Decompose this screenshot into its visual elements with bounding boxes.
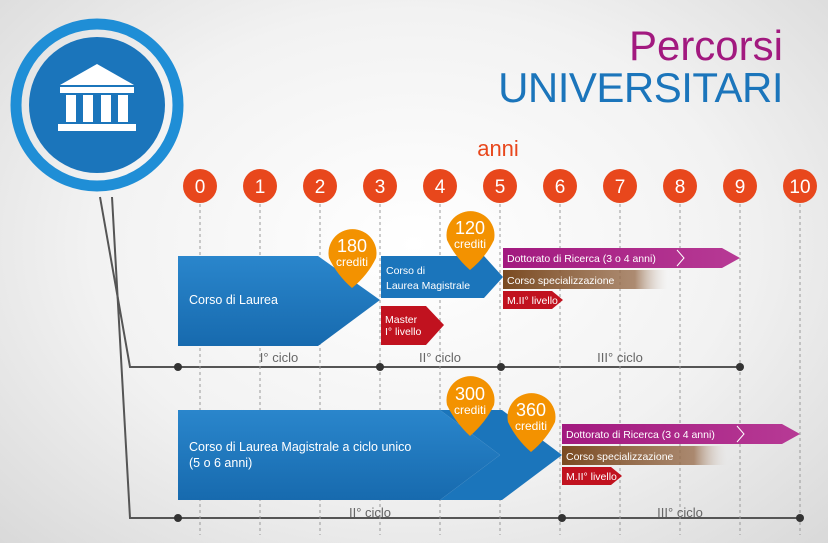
specializzazione-bar (503, 270, 668, 289)
ciclo-unico-label-1: Corso di Laurea Magistrale a ciclo unico (189, 440, 411, 454)
corso-laurea-label: Corso di Laurea (189, 293, 278, 307)
year-label: 7 (615, 177, 626, 198)
specializzazione-label: Corso specializzazione (507, 275, 615, 287)
year-marker-3: 3 (363, 169, 397, 203)
year-marker-0: 0 (183, 169, 217, 203)
laurea-magistrale-label-2: Laurea Magistrale (386, 280, 470, 292)
year-marker-4: 4 (423, 169, 457, 203)
lower-specializzazione-bar (562, 446, 727, 465)
master1-label-1: Master (385, 314, 418, 326)
upper-cycle-1: I° ciclo (260, 350, 298, 365)
svg-text:300: 300 (455, 384, 485, 404)
title-line2: UNIVERSITARI (498, 64, 783, 111)
year-label: 10 (789, 177, 810, 198)
year-marker-10: 10 (783, 169, 817, 203)
year-label: 8 (675, 177, 686, 198)
master2-bar (503, 291, 563, 309)
year-marker-1: 1 (243, 169, 277, 203)
svg-text:180: 180 (337, 236, 367, 256)
logo-connectors (99, 196, 800, 519)
year-label: 2 (315, 177, 326, 198)
lower-cycle-1: II° ciclo (349, 505, 391, 520)
ciclo-unico-label-2: (5 o 6 anni) (189, 456, 252, 470)
year-label: 5 (495, 177, 506, 198)
ciclo-unico-bar (178, 410, 500, 500)
year-markers: 0 1 2 3 4 5 6 7 8 9 10 (183, 169, 817, 203)
lower-timeline-dots (174, 514, 804, 522)
credit-badge-180: 180 crediti (328, 229, 377, 288)
corso-laurea-bar (178, 256, 380, 346)
lower-master2-label: M.II° livello (566, 471, 617, 483)
year-marker-5: 5 (483, 169, 517, 203)
lower-specializzazione-label: Corso specializzazione (566, 451, 674, 463)
year-marker-7: 7 (603, 169, 637, 203)
axis-label: anni (477, 136, 519, 161)
dottorato-label: Dottorato di Ricerca (3 o 4 anni) (507, 253, 656, 265)
dottorato-bar (503, 248, 740, 268)
year-label: 0 (195, 177, 206, 198)
year-label: 4 (435, 177, 446, 198)
lower-master2-bar (562, 467, 622, 485)
svg-text:120: 120 (455, 218, 485, 238)
upper-timeline-dots (174, 363, 744, 371)
year-label: 1 (255, 177, 266, 198)
lower-cycle-2: III° ciclo (657, 505, 703, 520)
credit-badge-360: 360 crediti (507, 393, 556, 452)
year-marker-9: 9 (723, 169, 757, 203)
year-marker-2: 2 (303, 169, 337, 203)
master1-label-2: I° livello (385, 326, 421, 338)
svg-text:crediti: crediti (336, 255, 368, 269)
year-marker-8: 8 (663, 169, 697, 203)
laurea-magistrale-label-1: Corso di (386, 265, 425, 277)
credit-badge-120: 120 crediti (446, 211, 495, 270)
master1-bar (381, 306, 444, 345)
svg-text:crediti: crediti (515, 419, 547, 433)
svg-text:crediti: crediti (454, 403, 486, 417)
lower-dottorato-label: Dottorato di Ricerca (3 o 4 anni) (566, 429, 715, 441)
credit-badge-300: 300 crediti (446, 376, 495, 436)
master2-label: M.II° livello (507, 295, 558, 307)
lower-dottorato-bar (562, 424, 800, 444)
upper-cycle-2: II° ciclo (419, 350, 461, 365)
svg-text:360: 360 (516, 400, 546, 420)
university-building-icon (10, 18, 184, 192)
year-label: 3 (375, 177, 386, 198)
upper-cycle-3: III° ciclo (597, 350, 643, 365)
year-label: 6 (555, 177, 566, 198)
year-marker-6: 6 (543, 169, 577, 203)
svg-text:crediti: crediti (454, 237, 486, 251)
title-line1: Percorsi (629, 22, 783, 69)
year-label: 9 (735, 177, 746, 198)
